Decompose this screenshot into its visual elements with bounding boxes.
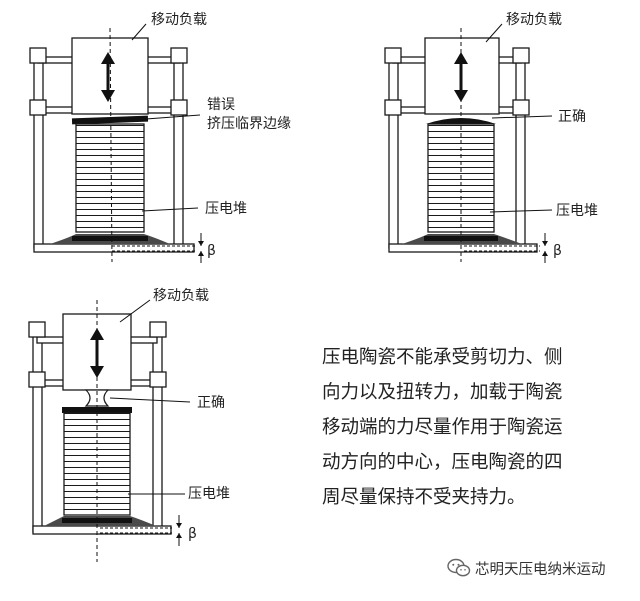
status-label-wrong: 错误: [207, 97, 235, 113]
leader-status: [491, 115, 553, 119]
top-cap-tilted: [71, 115, 149, 125]
description-text: 压电陶瓷不能承受剪切力、侧 向力以及扭转力，加载于陶瓷 移动端的力尽量作用于陶瓷…: [322, 340, 622, 515]
beta-indicator: [100, 515, 180, 546]
double-arrow-icon: [101, 52, 115, 102]
panel-wrong: 移动负载 错误 挤压临界边缘 压电堆 β: [29, 12, 291, 263]
top-cap: [62, 407, 132, 413]
panel-correct-top: 移动负载 正确 压电堆 β: [384, 12, 598, 263]
beta-label: β: [207, 243, 216, 259]
stack-label: 压电堆: [205, 201, 247, 217]
leader-load: [131, 23, 147, 41]
description-line: 向力以及扭转力，加载于陶瓷: [322, 382, 563, 403]
moving-load-label: 移动负载: [153, 288, 209, 304]
status-label-correct: 正确: [558, 109, 586, 125]
status-label-correct: 正确: [197, 395, 225, 411]
beta-label: β: [188, 526, 197, 542]
leader-status: [109, 397, 191, 403]
description-line: 压电陶瓷不能承受剪切力、侧: [322, 347, 563, 368]
watermark: 芯明天压电纳米运动: [447, 557, 606, 579]
stack-label: 压电堆: [188, 486, 230, 502]
stack-label: 压电堆: [556, 203, 598, 219]
leader-stack: [141, 207, 199, 212]
leader-stack: [489, 209, 553, 213]
piezo-stack: [75, 123, 145, 233]
beta-label: β: [553, 243, 562, 259]
moving-load-label: 移动负载: [506, 12, 562, 28]
watermark-text: 芯明天压电纳米运动: [475, 561, 606, 578]
description-line: 周尽量保持不受夹持力。: [322, 487, 526, 508]
leader-load: [485, 23, 503, 43]
leader-load: [119, 299, 151, 323]
panel-correct-bottom: 移动负载 正确 压电堆 β: [28, 288, 230, 562]
wechat-icon: [447, 558, 471, 577]
bottom-cap: [72, 236, 148, 241]
leader-status: [145, 114, 201, 120]
description-line: 动方向的中心，压电陶瓷的四: [322, 452, 563, 473]
moving-load-label: 移动负载: [151, 12, 207, 28]
status-detail-label: 挤压临界边缘: [207, 116, 291, 132]
description-line: 移动端的力尽量作用于陶瓷运: [322, 417, 563, 438]
